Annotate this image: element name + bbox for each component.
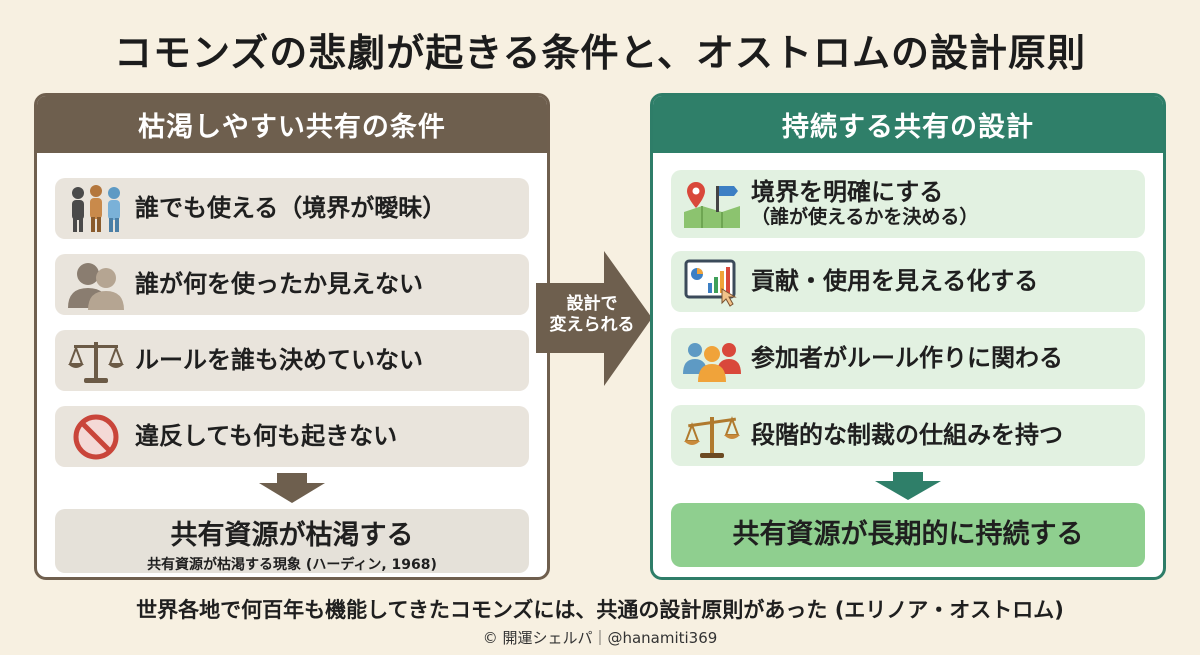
right-item-boundary: 境界を明確にする （誰が使えるかを決める） bbox=[671, 170, 1145, 238]
right-item-label: 貢献・使用を見える化する bbox=[751, 266, 1039, 295]
left-panel: 枯渇しやすい共有の条件 誰でも使える（境界が曖昧） bbox=[34, 93, 550, 580]
middle-arrow-line1: 設計で bbox=[566, 294, 618, 314]
right-panel: 持続する共有の設計 境界を明確にする （誰が使えるかを決める） bbox=[650, 93, 1166, 580]
dashboard-icon bbox=[681, 256, 743, 308]
left-result-box: 共有資源が枯渇する 共有資源が枯渇する現象 (ハーディン, 1968) bbox=[55, 509, 529, 573]
left-item-no-sanction: 違反しても何も起きない bbox=[55, 406, 529, 467]
left-item-open-access: 誰でも使える（境界が曖昧） bbox=[55, 178, 529, 239]
map-boundary-icon bbox=[681, 178, 743, 230]
left-item-label: ルールを誰も決めていない bbox=[135, 345, 423, 374]
left-result-note: 共有資源が枯渇する現象 (ハーディン, 1968) bbox=[147, 557, 437, 573]
down-arrow-icon bbox=[875, 472, 941, 500]
left-result-text: 共有資源が枯渇する bbox=[170, 520, 414, 551]
page-title: コモンズの悲劇が起きる条件と、オストロムの設計原則 bbox=[114, 31, 1086, 75]
down-arrow-icon bbox=[259, 473, 325, 503]
right-arrow-icon bbox=[536, 251, 652, 386]
middle-arrow-line2: 変えられる bbox=[549, 315, 635, 336]
left-item-label: 誰でも使える（境界が曖昧） bbox=[135, 193, 447, 222]
right-item-visibility: 貢献・使用を見える化する bbox=[671, 251, 1145, 312]
right-item-main: 境界を明確にする bbox=[751, 178, 944, 207]
right-result-text: 共有資源が長期的に持続する bbox=[732, 519, 1084, 550]
right-item-sub: （誰が使えるかを決める） bbox=[751, 205, 979, 228]
scales-icon bbox=[65, 335, 127, 387]
left-item-label: 誰が何を使ったか見えない bbox=[135, 269, 423, 298]
left-item-label: 違反しても何も起きない bbox=[135, 421, 398, 450]
people-icon bbox=[65, 183, 127, 235]
hidden-users-icon bbox=[65, 259, 127, 311]
right-item-participation: 参加者がルール作りに関わる bbox=[671, 328, 1145, 389]
right-item-label: 境界を明確にする （誰が使えるかを決める） bbox=[751, 178, 979, 228]
right-panel-heading: 持続する共有の設計 bbox=[653, 96, 1163, 153]
credit: © 開運シェルパ｜@hanamiti369 bbox=[482, 629, 718, 647]
right-item-label: 段階的な制裁の仕組みを持つ bbox=[751, 420, 1063, 449]
right-item-sanctions: 段階的な制裁の仕組みを持つ bbox=[671, 405, 1145, 466]
prohibited-icon bbox=[65, 411, 127, 463]
right-item-label: 参加者がルール作りに関わる bbox=[751, 343, 1063, 372]
middle-arrow-label: 設計で 変えられる bbox=[540, 294, 644, 337]
group-icon bbox=[681, 333, 743, 385]
left-item-no-rules: ルールを誰も決めていない bbox=[55, 330, 529, 391]
left-panel-heading: 枯渇しやすい共有の条件 bbox=[37, 96, 547, 153]
right-result-box: 共有資源が長期的に持続する bbox=[671, 503, 1145, 567]
scales-icon bbox=[681, 410, 743, 462]
left-item-invisible-use: 誰が何を使ったか見えない bbox=[55, 254, 529, 315]
bottom-note: 世界各地で何百年も機能してきたコモンズには、共通の設計原則があった (エリノア・… bbox=[136, 598, 1064, 622]
